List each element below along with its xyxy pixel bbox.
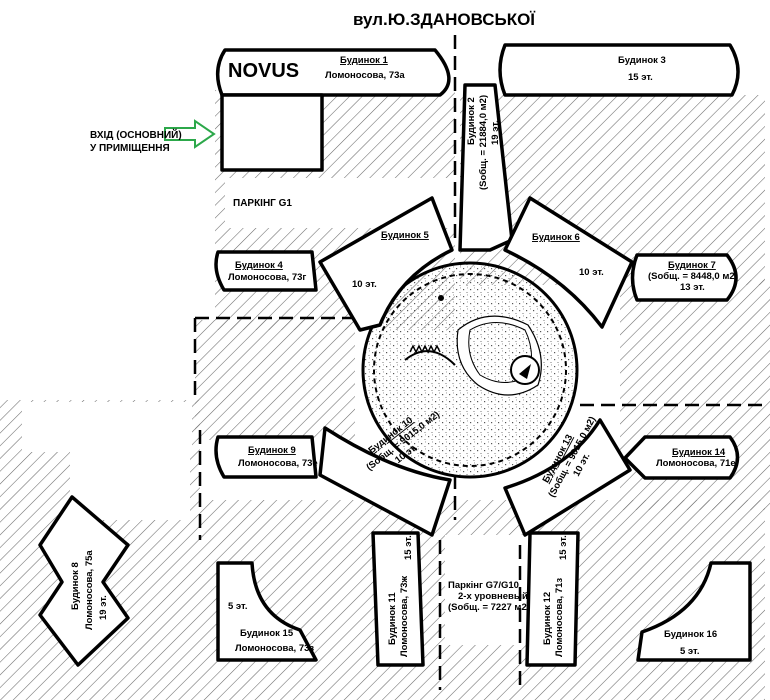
building-6-shape <box>503 196 634 329</box>
entrance-label-1: ВХІД (ОСНОВНИЙ) <box>90 128 182 141</box>
street-name: вул.Ю.ЗДАНОВСЬКОЇ <box>353 10 536 29</box>
b4-address: Ломоносова, 73г <box>228 272 306 283</box>
building-15-shape <box>216 561 318 662</box>
b16-floors: 5 эт. <box>680 646 700 657</box>
building-10-shape <box>318 426 452 537</box>
b7-area: (Sобщ. = 8448,0 м2) <box>648 271 738 282</box>
b7-name: Будинок 7 <box>668 260 716 271</box>
parking-g7-line1: Паркінг G7/G10 <box>448 580 519 591</box>
b1-address: Ломоносова, 73а <box>325 70 405 81</box>
b14-name: Будинок 14 <box>672 447 726 458</box>
b14-address: Ломоносова, 71е <box>656 458 736 469</box>
b11-address: Ломоносова, 73ж <box>399 576 410 657</box>
b5-floors: 10 эт. <box>352 279 377 290</box>
b15-address: Ломоносова, 73з <box>235 643 314 654</box>
building-8-shape <box>38 495 130 667</box>
b2-area: (Sобщ. = 21884,0 м2) <box>478 95 489 190</box>
b11-name: Будинок 11 <box>387 592 398 645</box>
b4-name: Будинок 4 <box>235 260 284 271</box>
b16-name: Будинок 16 <box>664 629 717 640</box>
buildings <box>38 43 752 667</box>
building-11-shape <box>371 531 425 667</box>
building-2-shape <box>458 83 514 252</box>
b9-address: Ломоносова, 73е <box>238 458 318 469</box>
building-12-shape <box>525 531 580 667</box>
parking-g7-line2: 2-х уровневый <box>458 591 528 602</box>
central-courtyard <box>361 261 579 479</box>
b7-floors: 13 эт. <box>680 282 705 293</box>
store-name: NOVUS <box>228 60 299 82</box>
entrance-label-2: У ПРИМІЩЕННЯ <box>90 143 170 154</box>
parking-g7-line3: (Sобщ. = 7227 м2) <box>448 602 530 613</box>
b3-floors: 15 эт. <box>628 72 653 83</box>
building-3-shape <box>498 43 740 97</box>
building-9-shape <box>214 435 318 479</box>
parking-g1-label: ПАРКІНГ G1 <box>233 198 292 209</box>
b2-name: Будинок 2 <box>466 97 477 145</box>
b5-name: Будинок 5 <box>381 230 430 241</box>
b15-name: Будинок 15 <box>240 628 294 639</box>
b3-name: Будинок 3 <box>618 55 666 66</box>
building-16-shape <box>636 561 752 662</box>
b8-floors: 19 эт. <box>98 595 109 620</box>
b1-name: Будинок 1 <box>340 55 389 66</box>
b6-name: Будинок 6 <box>532 232 580 243</box>
b8-name: Будинок 8 <box>70 562 81 610</box>
building-13-shape <box>503 418 632 537</box>
b9-name: Будинок 9 <box>248 445 296 456</box>
building-5-shape <box>318 196 454 332</box>
b11-floors: 15 эт. <box>403 535 414 560</box>
b8-address: Ломоносова, 75а <box>84 550 95 630</box>
building-7-shape <box>630 253 738 302</box>
b2-floors: 19 эт. <box>490 120 501 145</box>
store-block <box>220 93 324 172</box>
b15-floors: 5 эт. <box>228 601 248 612</box>
building-14-shape <box>623 435 740 480</box>
entrance-arrow-icon <box>164 119 216 149</box>
dashed-boundaries <box>193 35 765 690</box>
building-1-shape <box>215 48 451 97</box>
building-4-shape <box>214 250 318 292</box>
b12-address: Ломоносова, 71з <box>554 578 565 657</box>
b12-floors: 15 эт. <box>558 535 569 560</box>
b12-name: Будинок 12 <box>542 592 553 645</box>
b6-floors: 10 эт. <box>579 267 604 278</box>
